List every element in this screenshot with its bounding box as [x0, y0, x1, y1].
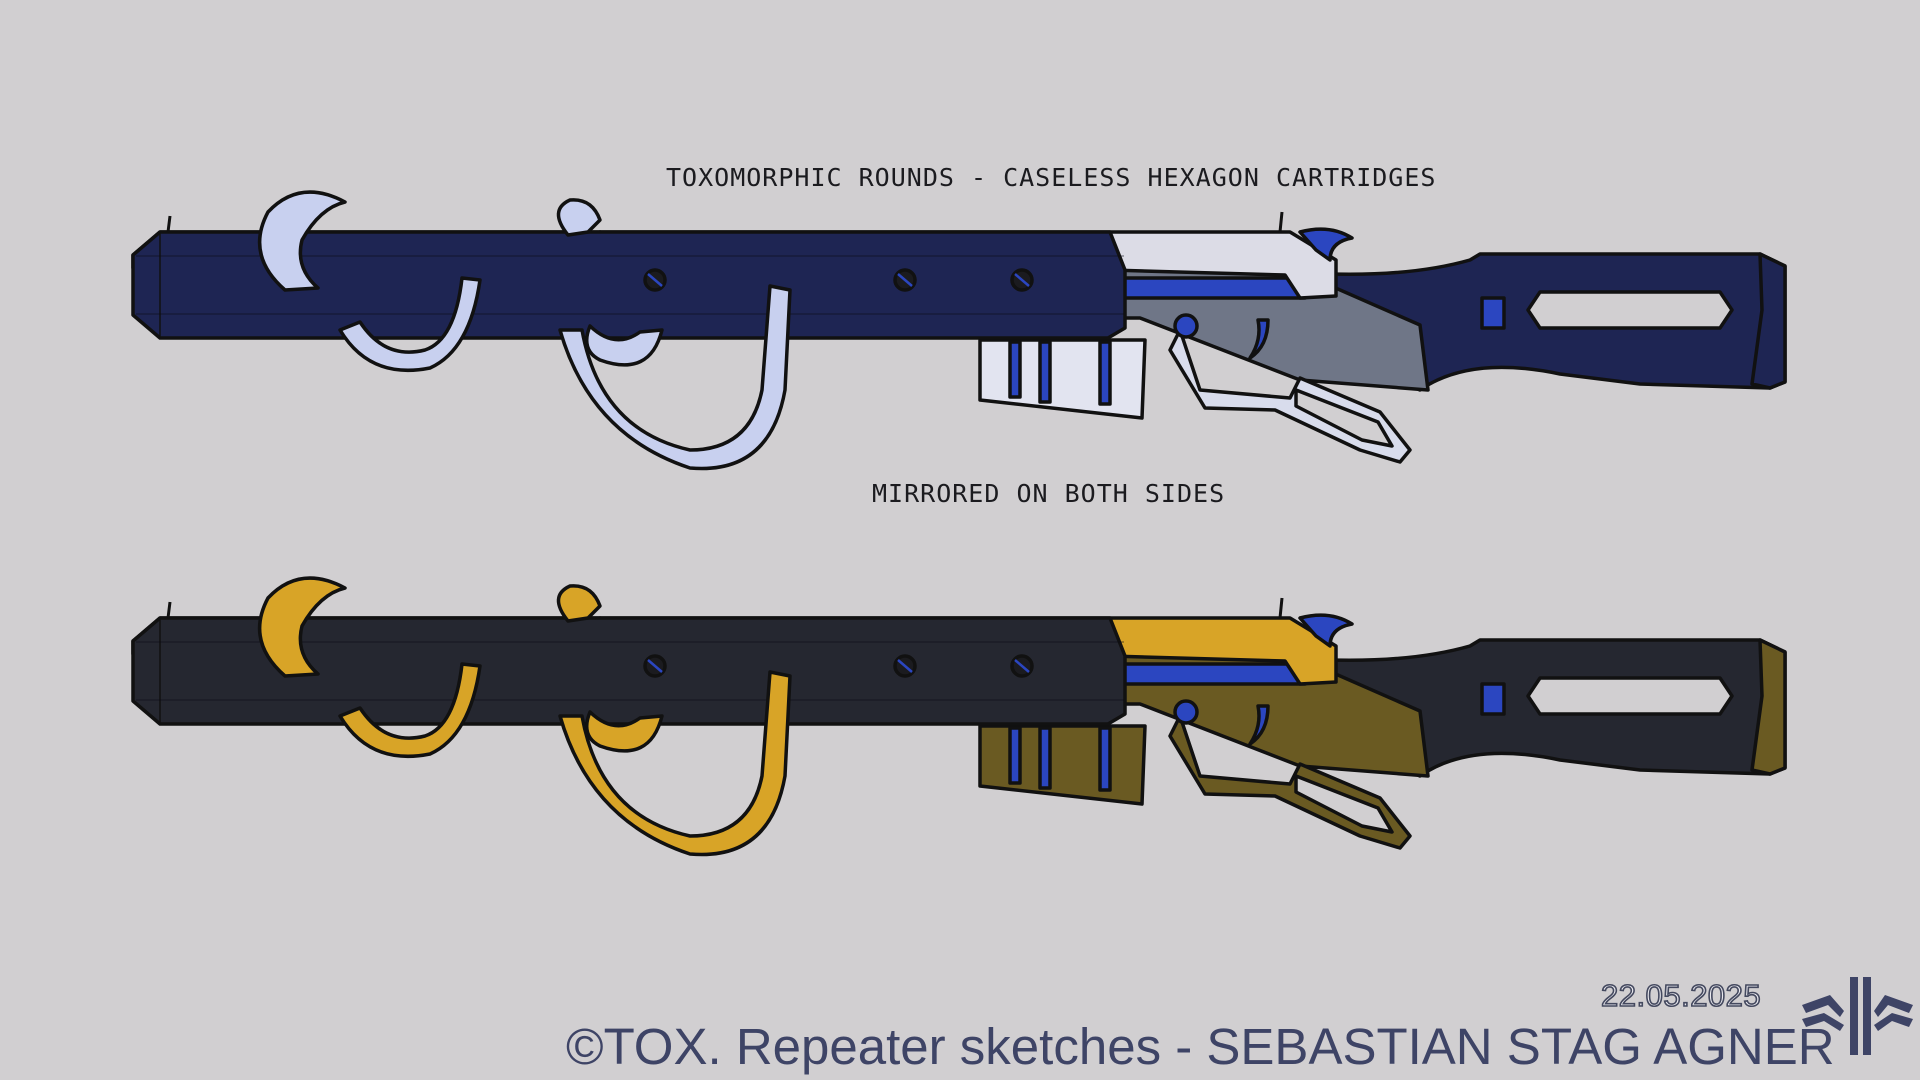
studio-logo-icon — [1802, 977, 1913, 1055]
rifle-sketch-bottom — [131, 576, 1787, 857]
caseless-rounds-note: TOXOMORPHIC ROUNDS - CASELESS HEXAGON CA… — [666, 163, 1437, 192]
mirrored-note: MIRRORED ON BOTH SIDES — [872, 479, 1226, 508]
rifle-sketch-top — [131, 190, 1787, 471]
sketch-date: 22.05.2025 — [1600, 977, 1762, 1014]
artist-credit: ©TOX. Repeater sketches - SEBASTIAN STAG… — [566, 1018, 1835, 1075]
